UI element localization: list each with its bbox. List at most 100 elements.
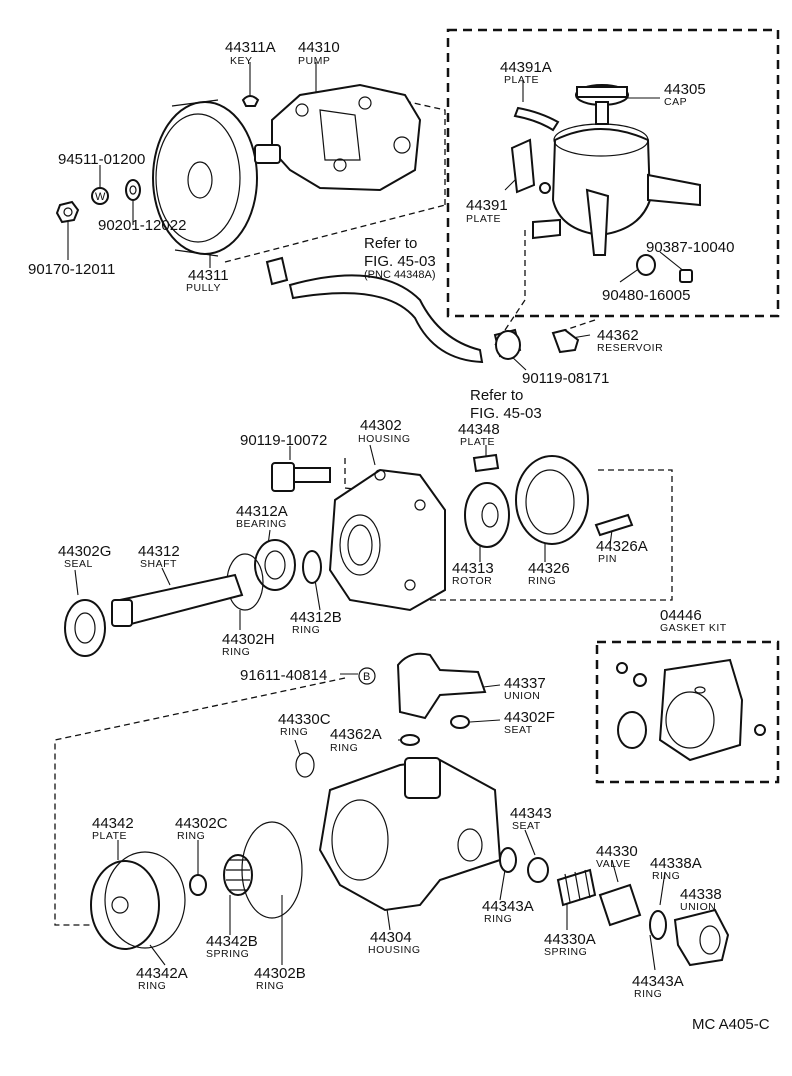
callout-44304: 44304 HOUSING xyxy=(368,929,421,956)
ring-44330C xyxy=(295,752,315,778)
part-name: UNION xyxy=(504,690,540,702)
callout-44342: 44342 PLATE xyxy=(92,815,134,842)
part-number: 44310 xyxy=(298,39,340,56)
part-name: SHAFT xyxy=(140,558,177,570)
callout-44326A: 44326A PIN xyxy=(596,538,648,565)
ring-44302C xyxy=(189,874,207,896)
reservoir-assembly-box xyxy=(446,28,780,318)
part-name: GASKET KIT xyxy=(660,622,727,634)
spring-44330A xyxy=(556,868,597,907)
callout-44312: 44312 SHAFT xyxy=(138,543,180,570)
part-number: 44337 xyxy=(504,675,546,692)
callout-90201: 90201-12022 xyxy=(98,217,186,234)
part-number: 44326A xyxy=(596,538,648,555)
bearing-44312A xyxy=(254,539,296,591)
union-44338 xyxy=(673,908,730,967)
callout-44311A: 44311A KEY xyxy=(225,39,276,67)
part-number: 90170-12011 xyxy=(28,261,115,278)
callout-44302F: 44302F SEAT xyxy=(504,709,555,736)
part-name: SEAT xyxy=(512,820,541,832)
housing-44304 xyxy=(318,757,502,912)
part-number: 44391 xyxy=(466,197,508,214)
part-number: 44312 xyxy=(138,543,180,560)
callout-44348: 44348 PLATE xyxy=(458,421,500,448)
callout-44302H: 44302H RING xyxy=(222,631,275,658)
part-name: RING xyxy=(484,913,512,925)
ring-44362A xyxy=(400,734,420,746)
callout-44362: 44362 RESERVOIR xyxy=(597,327,663,354)
part-name: RING xyxy=(280,726,308,738)
part-name: CAP xyxy=(664,96,687,108)
part-name: RING xyxy=(292,624,320,636)
o-ring-44342A xyxy=(104,851,186,949)
shaft-44312 xyxy=(111,573,244,627)
pin-44326A xyxy=(594,513,634,537)
part-name: PULLY xyxy=(186,282,221,294)
part-name: PUMP xyxy=(298,55,330,67)
callout-44310: 44310 PUMP xyxy=(298,39,340,67)
callout-44337: 44337 UNION xyxy=(504,675,546,702)
bolt-90119-10072 xyxy=(271,462,331,492)
part-number: 90119-10072 xyxy=(240,432,327,449)
callout-44312B: 44312B RING xyxy=(290,609,342,636)
part-number: 44313 xyxy=(452,560,494,577)
clamp-and-bolt xyxy=(495,328,580,360)
callout-44326: 44326 RING xyxy=(528,560,570,587)
callout-44338: 44338 UNION xyxy=(680,886,722,913)
part-number: 44311 xyxy=(188,267,229,284)
part-number: 44342 xyxy=(92,815,134,832)
part-number: 04446 xyxy=(660,607,702,624)
part-name: RING xyxy=(138,980,166,992)
part-number: 44343A xyxy=(632,973,684,990)
reference-hose-bottom: Refer to FIG. 45-03 xyxy=(470,387,542,422)
callout-44343: 44343 SEAT xyxy=(510,805,552,832)
gasket-kit-parts xyxy=(616,658,766,762)
callout-44302: 44302 HOUSING xyxy=(358,417,410,445)
part-number: 44302 xyxy=(360,417,402,434)
union-44337 xyxy=(396,652,487,720)
callout-44343A-left: 44343A RING xyxy=(482,898,534,925)
part-name: HOUSING xyxy=(368,944,421,956)
callout-44342B: 44342B SPRING xyxy=(206,933,258,960)
part-number: 44312B xyxy=(290,609,342,626)
part-name: BEARING xyxy=(236,518,287,530)
o-ring-44302B xyxy=(241,821,303,919)
part-name: RING xyxy=(256,980,284,992)
part-name: SEAT xyxy=(504,724,533,736)
part-number: 44342B xyxy=(206,933,258,950)
part-name: RING xyxy=(177,830,205,842)
part-number: 90480-16005 xyxy=(602,287,690,304)
callout-44302B: 44302B RING xyxy=(254,965,306,992)
callout-44330A: 44330A SPRING xyxy=(544,931,596,958)
part-number: 44338 xyxy=(680,886,722,903)
plate-44391A xyxy=(513,106,560,132)
part-number: 90201-12022 xyxy=(98,217,186,234)
callout-44391A: 44391A PLATE xyxy=(500,59,552,86)
callout-94511: 94511-01200 xyxy=(58,151,145,168)
symbol-b: B xyxy=(363,671,370,683)
rotor-44313 xyxy=(464,482,510,548)
part-number: 44312A xyxy=(236,503,288,520)
part-name: UNION xyxy=(680,901,716,913)
part-number: 44338A xyxy=(650,855,702,872)
key-44311A xyxy=(241,95,260,107)
callout-44391: 44391 PLATE xyxy=(466,197,508,225)
reference-line: Refer to xyxy=(470,387,523,404)
callout-91611: 91611-40814 xyxy=(240,667,327,684)
part-name: PLATE xyxy=(504,74,539,86)
callout-44330C: 44330C RING xyxy=(278,711,331,738)
callout-44311: 44311 PULLY xyxy=(186,267,229,294)
reservoir-44362 xyxy=(532,123,701,256)
part-number: 44302F xyxy=(504,709,555,726)
gasket-kit-box xyxy=(595,640,780,784)
part-number: 44362A xyxy=(330,726,382,743)
part-name: ROTOR xyxy=(452,575,492,587)
reference-line: FIG. 45-03 xyxy=(470,405,542,422)
part-name: SPRING xyxy=(544,946,587,958)
part-name: RING xyxy=(652,870,680,882)
part-number: 44302G xyxy=(58,543,111,560)
callout-44343A-right: 44343A RING xyxy=(632,973,684,1000)
callout-04446: 04446 GASKET KIT xyxy=(660,607,727,634)
seat-44302F xyxy=(450,715,470,729)
